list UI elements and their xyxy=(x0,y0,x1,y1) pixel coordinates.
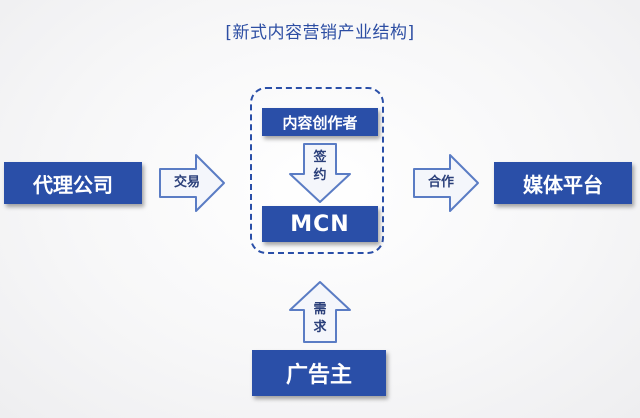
sign-label-2: 约 xyxy=(313,168,327,183)
cooperate-arrow xyxy=(413,154,479,212)
advertiser-node: 广告主 xyxy=(252,350,386,396)
media-platform-node: 媒体平台 xyxy=(494,162,632,204)
cooperate-label: 合作 xyxy=(427,175,454,190)
agency-node: 代理公司 xyxy=(4,162,142,204)
mcn-node: MCN xyxy=(262,206,378,242)
sign-label-1: 签 xyxy=(313,150,327,165)
demand-arrow xyxy=(289,281,351,343)
content-creator-node: 内容创作者 xyxy=(262,108,378,136)
trade-label: 交易 xyxy=(173,175,200,190)
demand-label-2: 求 xyxy=(313,320,327,335)
diagram-title: [新式内容营销产业结构] xyxy=(225,23,415,43)
trade-arrow xyxy=(159,154,225,212)
sign-arrow xyxy=(289,143,351,203)
demand-label-1: 需 xyxy=(313,302,327,317)
mcn-group-frame xyxy=(250,87,384,254)
